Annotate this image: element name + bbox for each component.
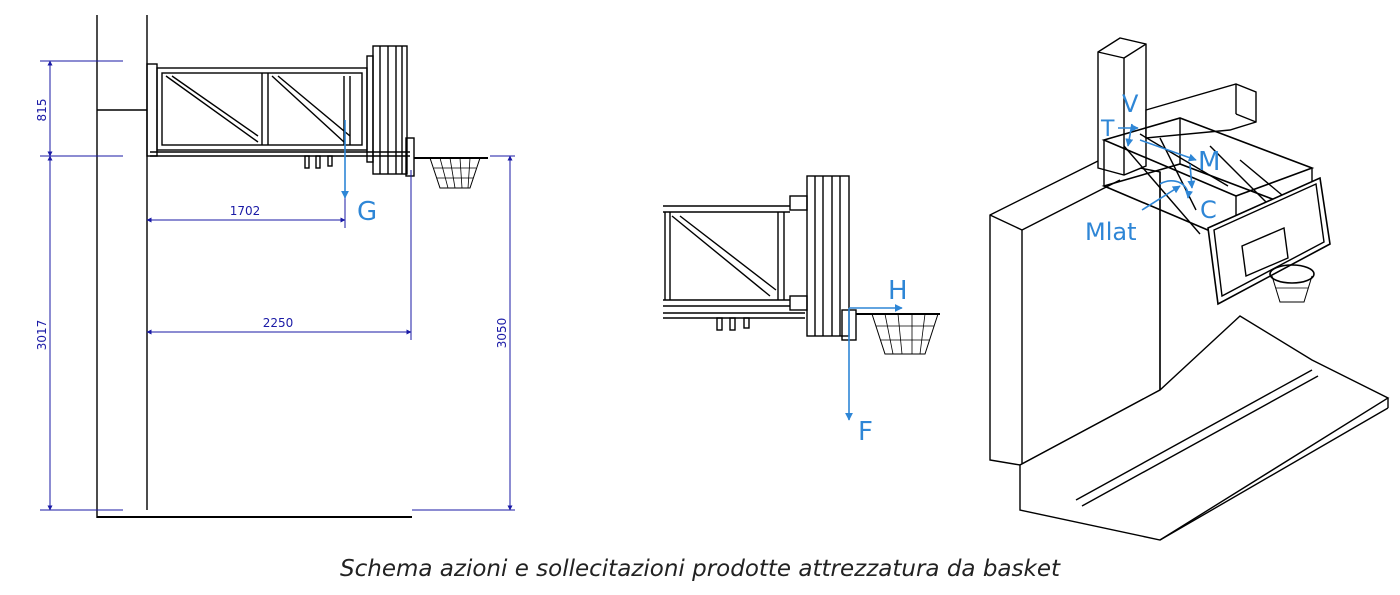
force-c-label: C <box>1200 196 1217 224</box>
side-elevation-drawing <box>96 15 488 518</box>
isometric-force-arrows <box>1118 123 1197 211</box>
dim-3017-label: 3017 <box>35 320 49 351</box>
force-mlat-label: Mlat <box>1085 218 1137 246</box>
dim-3050-label: 3050 <box>495 318 509 349</box>
dim-815-label: 815 <box>35 99 49 122</box>
force-g-label: G <box>357 197 377 227</box>
force-t-label: T <box>1100 117 1115 142</box>
force-f-label: F <box>858 417 873 447</box>
dim-1702-label: 1702 <box>230 204 261 218</box>
detail-view-drawing <box>663 175 940 355</box>
dim-2250-label: 2250 <box>263 316 294 330</box>
isometric-view-drawing <box>989 37 1390 541</box>
dimension-lines <box>40 60 515 511</box>
figure-caption: Schema azioni e sollecitazioni prodotte … <box>340 556 1060 582</box>
force-h-label: H <box>888 276 908 306</box>
force-m-label: M <box>1198 147 1220 177</box>
force-v-label: V <box>1122 90 1139 118</box>
